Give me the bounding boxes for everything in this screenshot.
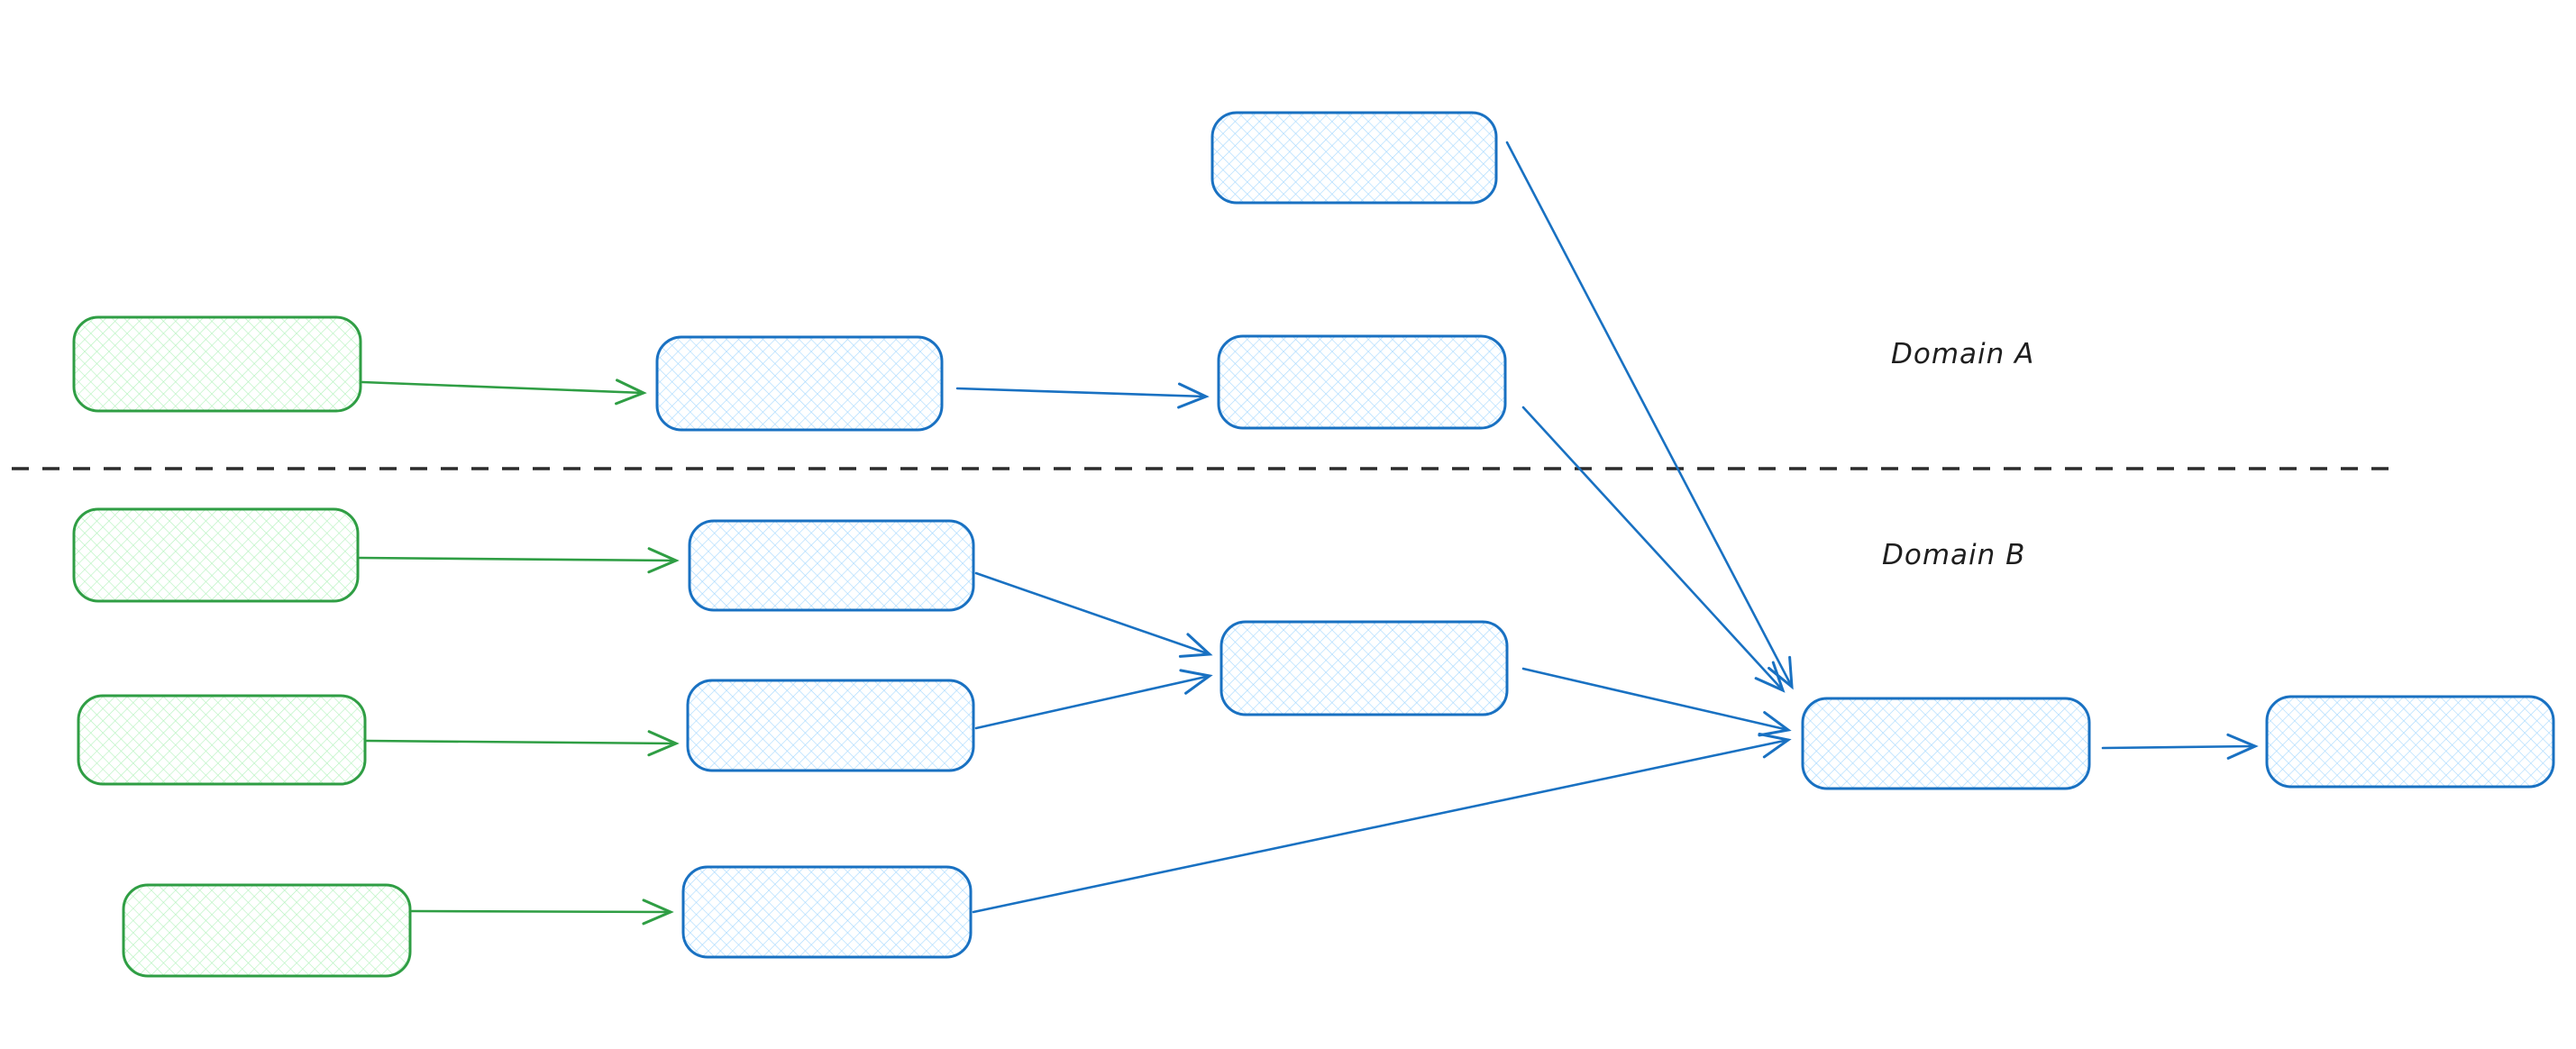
edge-a-stage2-to-central-merge [1521,406,1786,693]
green-node-b-source1 [72,507,360,603]
edge-central-merge-to-output [2101,733,2259,760]
nodes-layer [72,111,2555,978]
edge-a-stage1-to-a-stage2 [955,382,1210,409]
edge-b-source2-to-b-stage2 [365,730,680,757]
edge-b-source3-to-b-stage3 [410,898,674,926]
edge-a-top-to-central-merge [1505,141,1794,690]
edge-b-merge-to-central-merge [1521,667,1792,737]
blue-node-a-top [1210,111,1498,205]
edge-b-stage2-to-b-merge [974,669,1213,730]
green-node-b-source2 [77,694,367,786]
edge-b-stage3-to-central-merge [972,732,1792,914]
edge-b-stage1-to-b-merge [974,571,1213,658]
blue-node-output [2265,695,2555,789]
blue-node-b-stage1 [688,519,975,612]
blue-node-b-stage3 [681,865,973,959]
edge-b-source1-to-b-stage1 [358,547,680,574]
edges-layer [358,141,2259,926]
green-node-a-source [72,315,362,413]
domain-b-label: Domain B [1882,539,2025,571]
blue-node-b-stage2 [686,679,975,772]
green-node-b-source3 [122,883,412,978]
blue-node-central-merge [1801,697,2091,790]
edge-a-source-to-a-stage1 [361,379,647,406]
blue-node-a-stage2 [1217,334,1507,430]
blue-node-a-stage1 [655,335,944,432]
domain-a-label: Domain A [1891,338,2034,370]
blue-node-b-merge [1219,620,1509,716]
